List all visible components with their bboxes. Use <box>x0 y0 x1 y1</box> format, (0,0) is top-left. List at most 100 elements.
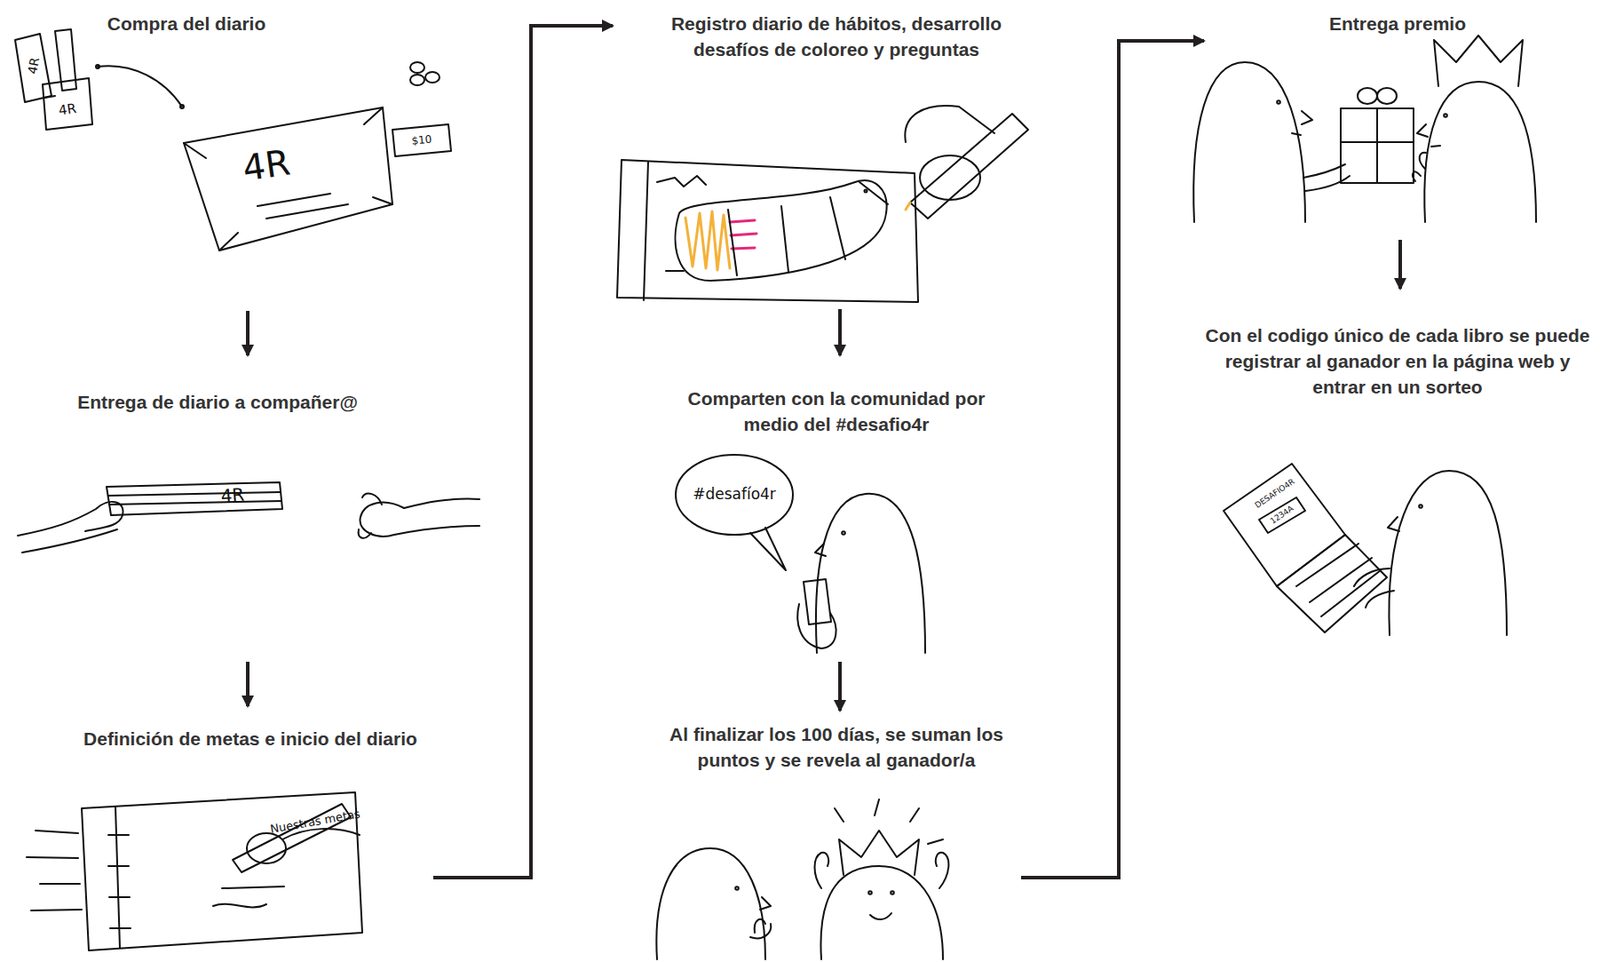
smile <box>870 912 892 919</box>
flow-arrow <box>838 661 842 711</box>
waving-hand <box>815 852 950 888</box>
notebook-binding <box>115 806 120 948</box>
keys <box>1296 543 1381 617</box>
sheet <box>617 159 919 302</box>
person <box>820 865 943 959</box>
handwritten-label: Nuestras metas <box>269 807 361 835</box>
shine-line <box>834 799 943 844</box>
step-text: Entrega de diario a compañer@ <box>31 388 404 415</box>
handwritten-label: 4R <box>25 56 42 76</box>
step-text: Al finalizar los 100 días, se suman los … <box>641 720 1032 773</box>
arm <box>22 529 118 553</box>
handwritten-label: 1234A <box>1268 504 1295 526</box>
flow-arrow <box>245 661 250 706</box>
pink-scribble <box>729 220 757 249</box>
wire-dot <box>180 104 184 109</box>
thumb <box>750 918 771 939</box>
flow-arrow <box>838 308 842 356</box>
step-text: Con el codigo único de cada libro se pue… <box>1202 322 1593 400</box>
coin <box>410 74 425 86</box>
gift-ribbon <box>1340 108 1414 183</box>
eye <box>868 890 872 895</box>
step-text: Registro diario de hábitos, desarrollo d… <box>641 10 1032 63</box>
laptop-screen <box>1223 463 1346 587</box>
coloring-illustration <box>617 105 1029 302</box>
mini-diary <box>15 33 52 103</box>
hand <box>919 155 981 200</box>
face <box>1417 124 1441 147</box>
typing-hand <box>1354 568 1395 608</box>
winner-illustration <box>656 799 949 959</box>
handwritten-label: $10 <box>411 134 433 148</box>
person <box>815 493 926 653</box>
motion-line <box>26 830 82 911</box>
laptop-keyboard <box>1276 534 1387 633</box>
caterpillar <box>675 180 888 281</box>
eye <box>1418 504 1423 508</box>
wire-dot <box>95 64 100 69</box>
nose <box>760 896 771 910</box>
step-text: Entrega premio <box>1264 10 1531 37</box>
eye <box>735 886 739 890</box>
web-illustration <box>1223 463 1507 635</box>
step-text: Compra del diario <box>53 10 320 37</box>
step-node: Entrega premio <box>1203 7 1590 240</box>
handover-illustration <box>17 482 480 553</box>
hand <box>17 501 124 536</box>
speech-bubble <box>675 454 793 535</box>
caterpillar-eye <box>864 190 868 193</box>
mini-diary-line <box>44 95 56 98</box>
hand <box>797 603 836 649</box>
coin <box>410 62 425 73</box>
yellow-scribble <box>685 211 730 270</box>
handwritten-label: 4R <box>220 485 246 507</box>
arm <box>1303 164 1350 191</box>
share-illustration <box>675 454 926 653</box>
purchase-illustration <box>15 29 452 251</box>
caterpillar-segment <box>728 182 888 276</box>
coin <box>425 71 440 83</box>
crown <box>839 830 919 875</box>
mini-diary <box>42 78 93 130</box>
flow-arrow <box>433 25 613 878</box>
hand <box>246 832 286 864</box>
package-fold <box>183 107 393 251</box>
eye <box>1443 113 1448 118</box>
handwritten-label: #desafío4r <box>692 486 777 503</box>
writing-line <box>213 886 285 907</box>
diary <box>106 482 283 515</box>
diary-package <box>183 107 393 251</box>
notebook <box>81 792 363 951</box>
person <box>1424 81 1537 222</box>
eye <box>890 890 895 895</box>
diary-pages <box>108 491 282 505</box>
marker-tip <box>905 202 911 210</box>
bubble-tail <box>750 527 786 571</box>
face <box>1291 110 1313 135</box>
sleeve <box>904 105 995 143</box>
person <box>1193 62 1306 222</box>
gift-box <box>1340 108 1414 183</box>
cover-line <box>257 193 349 219</box>
marker <box>910 113 1029 219</box>
step-text: Comparten con la comunidad por medio del… <box>658 385 1014 437</box>
step-node: Compra del diario <box>17 7 444 311</box>
hand <box>360 499 480 537</box>
bill <box>392 124 452 157</box>
flow-arrow <box>1021 40 1204 878</box>
handwritten-label: 4R <box>57 102 78 119</box>
phone <box>803 578 832 625</box>
step-node: Definición de metas e inicio del diario <box>35 705 434 959</box>
step-node: Entrega de diario a compañer@ <box>17 355 444 662</box>
eye <box>1276 100 1281 104</box>
step-node: Con el codigo único de cada libro se pue… <box>1189 288 1590 662</box>
hand <box>1412 152 1426 182</box>
nose <box>815 543 826 556</box>
sheet-binding <box>643 161 649 301</box>
flow-arrow <box>245 310 250 356</box>
